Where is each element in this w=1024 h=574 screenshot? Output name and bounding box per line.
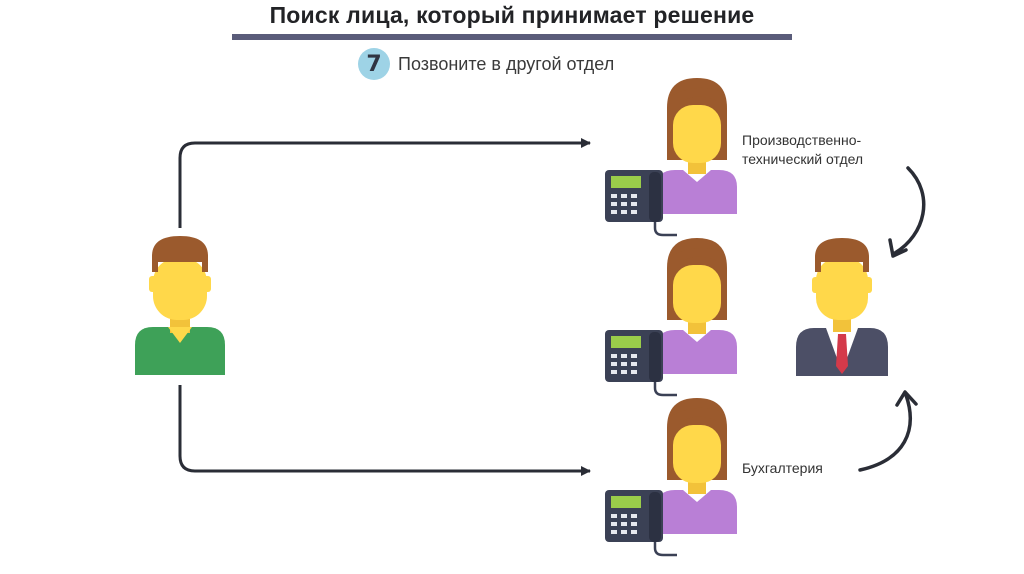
woman-middle-icon xyxy=(657,238,737,374)
desk-phone-icon xyxy=(605,170,677,237)
caller-person-icon xyxy=(135,236,225,375)
label-production-line2: технический отдел xyxy=(742,151,864,167)
title-underline xyxy=(232,34,792,40)
label-accounting: Бухгалтерия xyxy=(742,460,823,476)
manager-person-icon xyxy=(796,238,888,376)
desk-phone-icon xyxy=(605,490,677,557)
arrow-to-production xyxy=(178,138,591,228)
arrow-to-accounting xyxy=(178,385,591,476)
curved-arrow-top xyxy=(893,166,926,255)
woman-accounting-icon xyxy=(657,398,737,534)
desk-phone-icon xyxy=(605,330,677,397)
woman-production-icon xyxy=(657,78,737,214)
step-text: Позвоните в другой отдел xyxy=(398,53,615,74)
curved-arrow-top-head xyxy=(888,238,908,258)
step-number-badge: 7 xyxy=(358,48,390,80)
curved-arrow-bottom-head xyxy=(895,390,918,407)
label-production-line1: Производственно- xyxy=(742,132,862,148)
curved-arrow-bottom xyxy=(858,393,912,472)
step-indicator: 7 Позвоните в другой отдел xyxy=(358,48,614,80)
page-title: Поиск лица, который принимает решение xyxy=(269,2,755,28)
label-production-department: Производственно- технический отдел xyxy=(742,131,863,169)
